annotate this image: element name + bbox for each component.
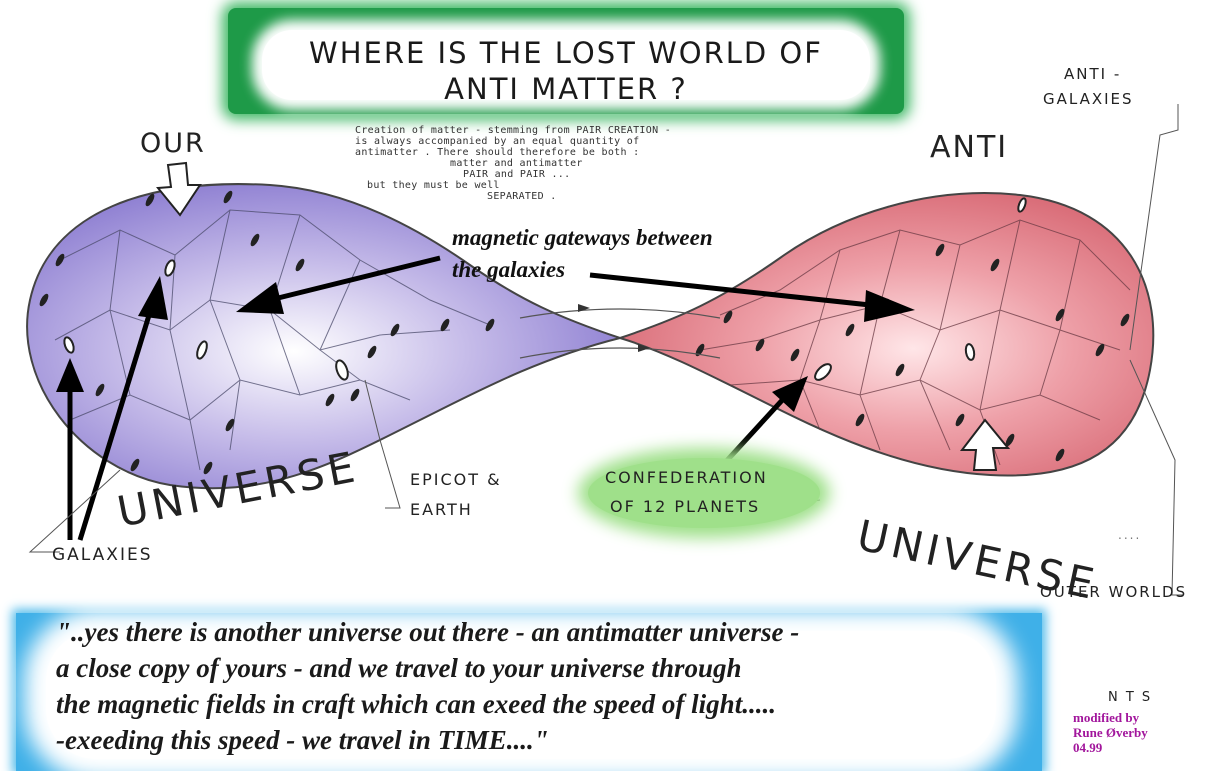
quote-line-1: "..yes there is another universe out the… [56,617,799,648]
title-banner: WHERE IS THE LOST WORLD OF ANTI MATTER ? [228,8,904,114]
credit-block: modified by Rune Øverby 04.99 [1073,710,1148,755]
title-line-1: WHERE IS THE LOST WORLD OF [228,36,904,70]
quote-line-4: -exeeding this speed - we travel in TIME… [56,725,549,756]
title-line-2: ANTI MATTER ? [228,72,904,106]
anti-label: ANTI [930,130,1008,165]
anti-galaxies-label-2: GALAXIES [1043,90,1134,108]
credit-line-1: modified by [1073,710,1148,725]
creation-note-line: PAIR and PAIR ... [355,169,671,180]
quote-banner: "..yes there is another universe out the… [16,613,1042,771]
credit-line-2: Rune Øverby [1073,725,1148,740]
gateways-label-1: magnetic gateways between [452,225,713,251]
creation-note-line: matter and antimatter [355,158,671,169]
creation-note: Creation of matter - stemming from PAIR … [355,125,671,202]
universe-right-suffix: .... [1118,528,1141,542]
credit-line-3: 04.99 [1073,740,1148,755]
quote-line-3: the magnetic fields in craft which can e… [56,689,776,720]
confederation-label-1: CONFEDERATION [605,468,768,487]
quote-line-2: a close copy of yours - and we travel to… [56,653,742,684]
our-label: OUR [140,128,206,159]
anti-galaxies-label-1: ANTI - [1064,65,1121,83]
epicot-label-2: EARTH [410,500,473,519]
gateways-label-2: the galaxies [452,257,565,283]
creation-note-line: Creation of matter - stemming from PAIR … [355,125,671,136]
epicot-label-1: EPICOT & [410,470,502,489]
creation-note-line: SEPARATED . [355,191,671,202]
galaxies-label: GALAXIES [52,545,153,565]
creation-note-line: antimatter . There should therefore be b… [355,147,671,158]
confederation-label-2: OF 12 PLANETS [610,497,760,516]
creation-note-line: is always accompanied by an equal quanti… [355,136,671,147]
nts-label: N T S [1108,690,1152,705]
creation-note-line: but they must be well [355,180,671,191]
outer-worlds-label: OUTER WORLDS [1040,583,1187,601]
